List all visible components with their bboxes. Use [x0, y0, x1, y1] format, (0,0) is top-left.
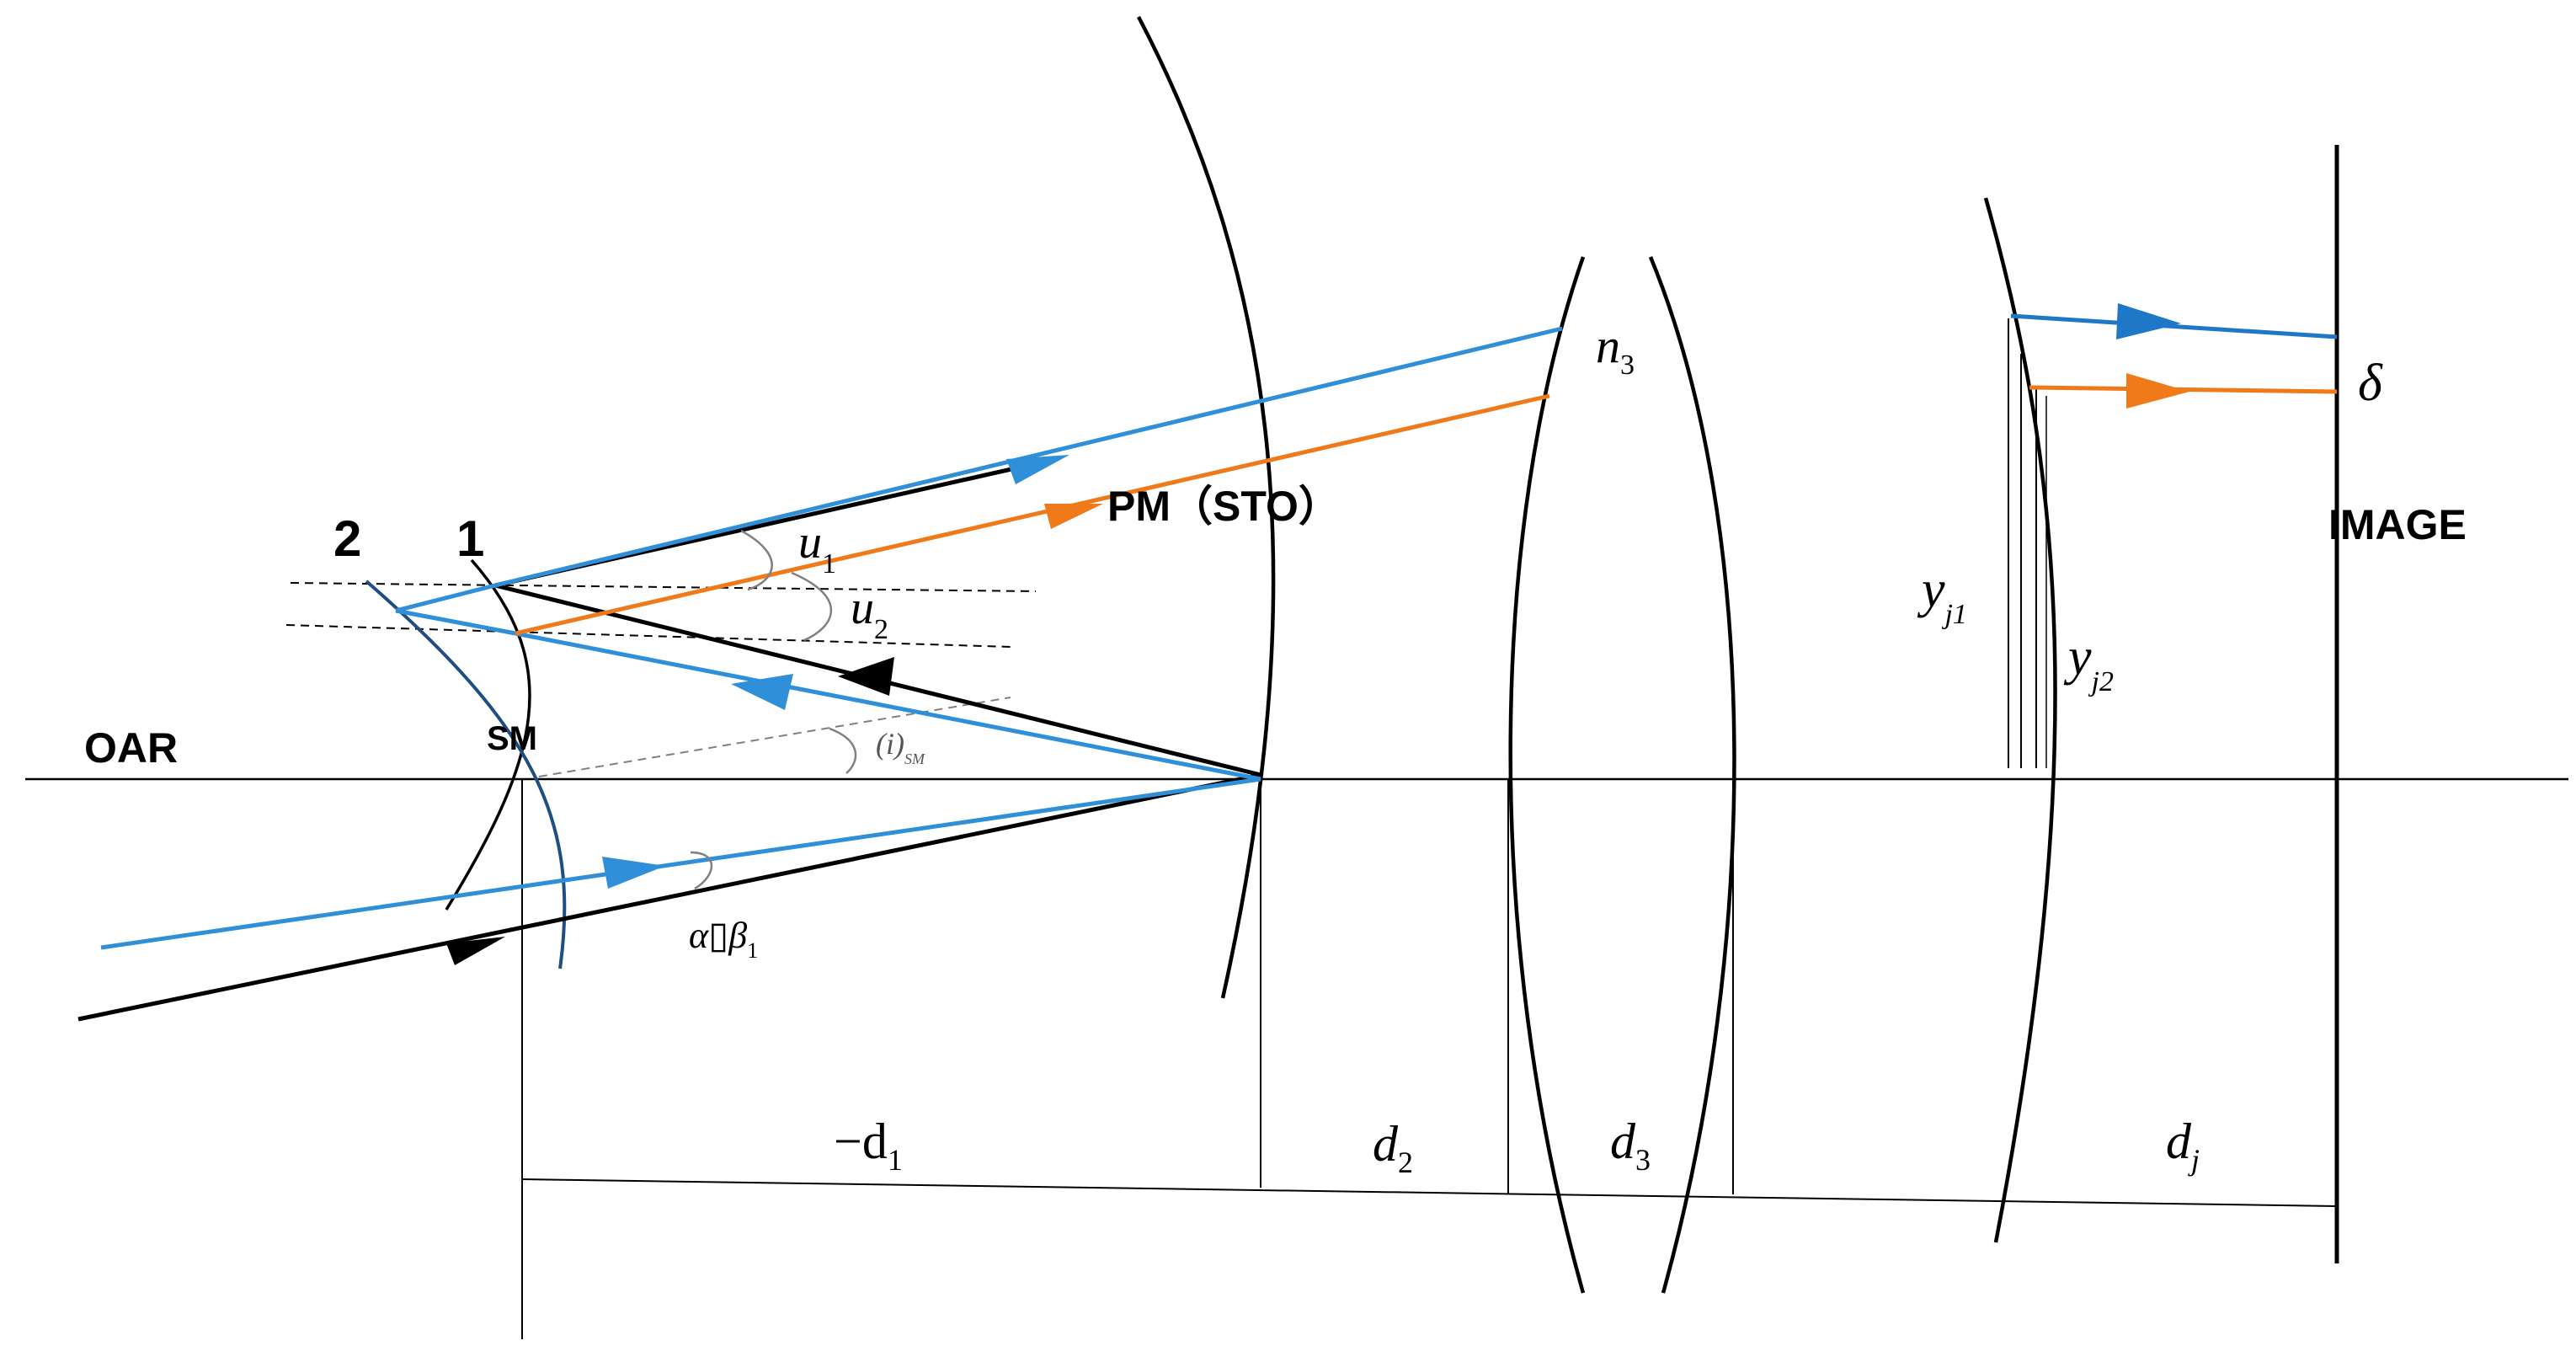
angle-arc-alpha [690, 851, 713, 890]
orange-ray-arrow [1044, 504, 1103, 529]
label-d2: d2 [1373, 1116, 1413, 1179]
blue-ray-arrow-3 [1006, 455, 1069, 484]
field-lens-surface [1983, 197, 2057, 1243]
label-image: IMAGE [2328, 501, 2467, 548]
label-d1: −d1 [834, 1114, 903, 1177]
label-delta: δ [2358, 355, 2383, 412]
label-i-sm: (i)SM [876, 727, 925, 767]
black-ray-arrow-2 [838, 657, 894, 696]
angle-arc-u2 [791, 571, 833, 642]
lens-back-surface [1648, 256, 1736, 1294]
dashed-normal-line [538, 697, 1011, 777]
blue-ray-to-sm1 [395, 583, 496, 613]
label-oar: OAR [84, 724, 178, 772]
blue-ray-sm-segment [395, 608, 516, 636]
blue-ray-outgoing [494, 326, 1563, 588]
distance-baseline [521, 1178, 2338, 1207]
label-n3: n3 [1596, 318, 1635, 381]
black-ray-incoming [77, 772, 1261, 1022]
angle-arc-u1 [740, 529, 773, 591]
dashed-line-2 [285, 624, 1011, 648]
blue-ray-incoming [100, 777, 1261, 950]
blue-ray-arrow-1 [602, 857, 665, 889]
label-d3: d3 [1610, 1114, 1651, 1177]
surface-1-curve [445, 558, 531, 911]
surface-2-curve [365, 580, 567, 969]
label-dj: dj [2166, 1114, 2200, 1177]
blue-ray-reflected-pm [515, 631, 1261, 782]
label-alpha-beta: α▯β1 [689, 915, 758, 963]
blue-ray-image-arrow [2116, 303, 2181, 339]
orange-ray [515, 393, 1550, 636]
label-yj1: yj1 [1917, 561, 1967, 630]
label-sm: SM [487, 720, 537, 757]
label-u1: u1 [798, 516, 836, 580]
primary-mirror [1137, 15, 1276, 999]
label-pm-sto: PM（STO） [1107, 483, 1341, 530]
label-yj2: yj2 [2063, 628, 2114, 697]
orange-ray-image-side [2029, 385, 2338, 394]
orange-ray-image-arrow [2126, 373, 2189, 409]
angle-arc-i [829, 727, 857, 774]
label-surface-2: 2 [333, 510, 361, 567]
label-surface-1: 1 [456, 510, 484, 567]
black-ray-arrow-1 [446, 937, 505, 965]
blue-ray-arrow-2 [731, 674, 793, 710]
lens-front-surface [1508, 256, 1586, 1294]
dashed-line-1 [290, 582, 1037, 592]
blue-ray-image-side [2010, 313, 2338, 339]
label-u2: u2 [851, 582, 888, 645]
